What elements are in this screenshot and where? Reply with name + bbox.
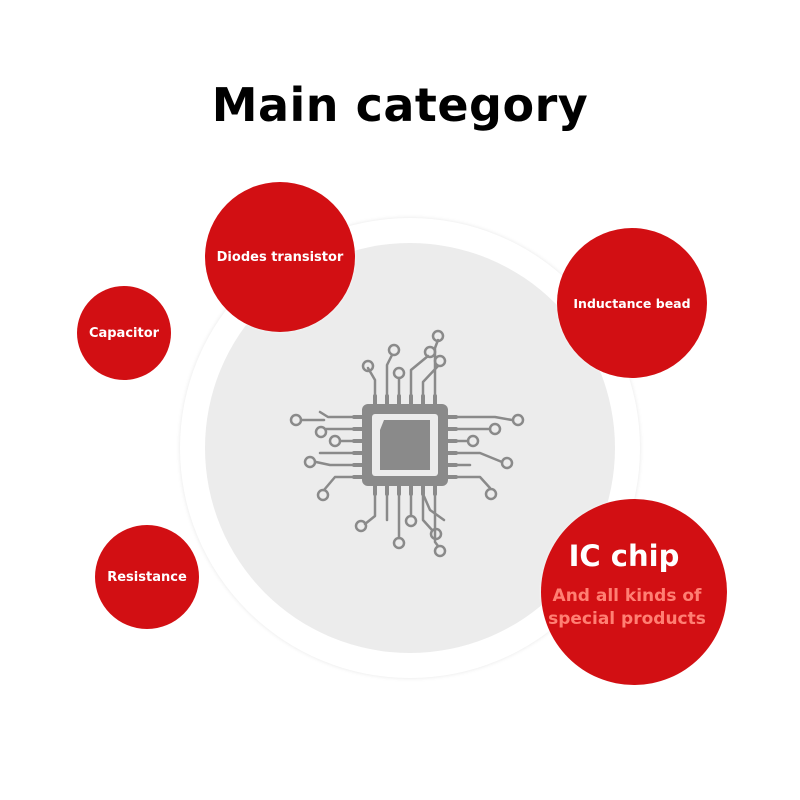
ic-chip-subtitle-line-2: special products	[548, 609, 706, 629]
ic-chip-subtitle: And all kinds of special products	[548, 585, 706, 631]
category-diodes-transistor: Diodes transistor	[205, 182, 355, 332]
category-label: Capacitor	[88, 325, 160, 341]
category-ic-chip: IC chip And all kinds of special product…	[541, 499, 727, 685]
category-label: Resistance	[107, 569, 187, 585]
category-label: Diodes transistor	[216, 249, 344, 265]
ic-chip-icon	[289, 329, 525, 558]
page-title: Main category	[211, 78, 589, 132]
ic-chip-title: IC chip	[568, 539, 680, 573]
category-label: Inductance bead	[573, 295, 691, 311]
ic-chip-subtitle-line-1: And all kinds of	[552, 586, 702, 606]
category-inductance-bead: Inductance bead	[557, 228, 707, 378]
category-capacitor: Capacitor	[77, 286, 171, 380]
category-resistance: Resistance	[95, 525, 199, 629]
